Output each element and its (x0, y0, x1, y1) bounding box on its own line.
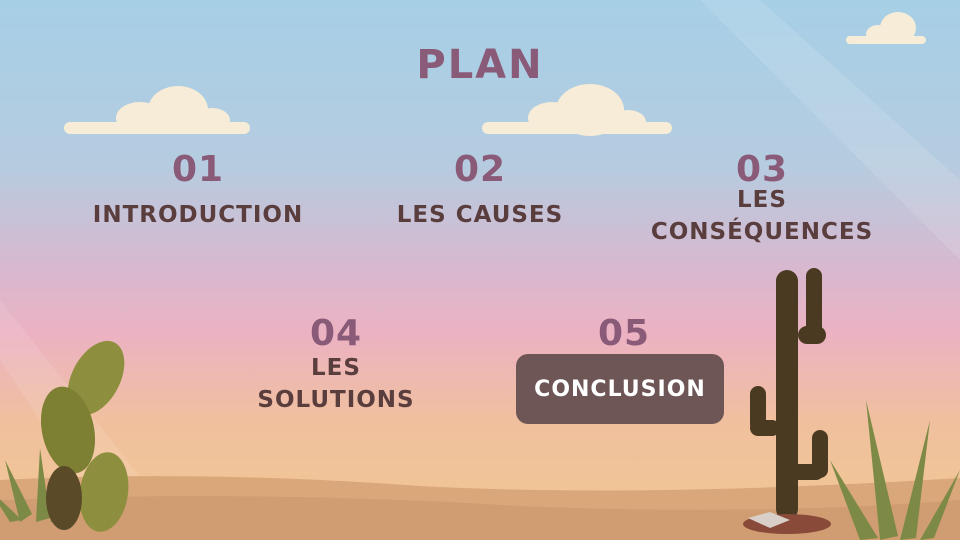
cloud-icon (846, 12, 926, 44)
plan-item-label-line: CONSÉQUENCES (650, 219, 874, 245)
plan-item-number: 02 (453, 149, 507, 190)
plan-item-label: LES SOLUTIONS (236, 352, 436, 416)
plan-item-number: 03 (735, 149, 789, 190)
plan-item-introduction: 01 INTRODUCTION (80, 150, 316, 230)
plan-item-label: LES CAUSES (396, 202, 564, 228)
plan-item-causes: 02 LES CAUSES (372, 150, 588, 230)
plan-item-solutions: 04 LES SOLUTIONS (236, 314, 436, 416)
sand-dune (0, 496, 960, 540)
light-ray (700, 0, 960, 260)
plan-item-number: 04 (309, 313, 363, 354)
plan-item-number: 05 (597, 313, 651, 354)
plan-item-conclusion: 05 CONCLUSION (516, 314, 726, 424)
plan-item-consequences: 03 LES CONSÉQUENCES (640, 150, 884, 248)
saguaro-cactus-icon (743, 268, 831, 534)
plan-item-label-line: LES (737, 187, 787, 213)
conclusion-button[interactable]: CONCLUSION (516, 354, 724, 424)
cloud-icon (64, 86, 250, 134)
agave-plant-icon (830, 400, 960, 540)
prickly-pear-cactus-icon (40, 340, 129, 532)
plan-item-label-line: LES (311, 355, 361, 381)
plan-item-number: 01 (171, 149, 225, 190)
plan-item-label-line: SOLUTIONS (257, 387, 415, 413)
cloud-icon (482, 84, 672, 136)
plan-item-label: LES CONSÉQUENCES (640, 184, 884, 248)
page-title: PLAN (416, 42, 544, 88)
plan-item-label: INTRODUCTION (92, 202, 304, 228)
